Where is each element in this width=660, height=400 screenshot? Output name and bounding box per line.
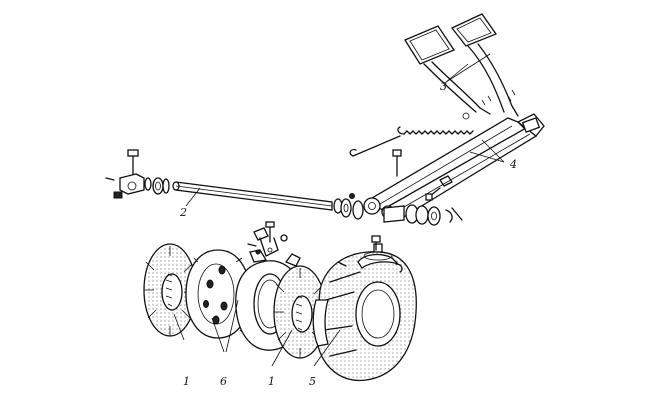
lever-upper [371, 117, 528, 213]
lever-stop-block [521, 117, 541, 133]
pull-rod [349, 135, 401, 157]
lever-lower [380, 127, 538, 219]
left-shaft-bracket [105, 149, 170, 199]
leader-lines [173, 53, 505, 367]
callout-1-left: 1 [183, 375, 190, 388]
pedal-pad-left [404, 25, 455, 65]
callout-5: 5 [309, 375, 316, 388]
callout-6: 6 [220, 375, 227, 388]
return-spring [397, 112, 474, 135]
pedal-assembly [404, 13, 519, 117]
friction-disc-right [273, 265, 327, 359]
pedal-arm-right [467, 43, 519, 117]
pedal-arm-left [423, 61, 491, 115]
pedal-levers [363, 113, 545, 219]
right-shaft-hardware [333, 187, 463, 226]
actuator-linkage [247, 221, 288, 257]
brake-housing [312, 243, 417, 382]
friction-disc-left [143, 243, 197, 337]
callout-1-right: 1 [268, 375, 275, 388]
pedal-pad-right [450, 13, 498, 47]
cross-shaft [172, 181, 333, 211]
callout-2: 2 [179, 206, 187, 219]
callout-4: 4 [509, 158, 517, 171]
housing-bolts [371, 235, 381, 251]
callout-3: 3 [440, 80, 447, 93]
lever-bolt [392, 149, 402, 177]
